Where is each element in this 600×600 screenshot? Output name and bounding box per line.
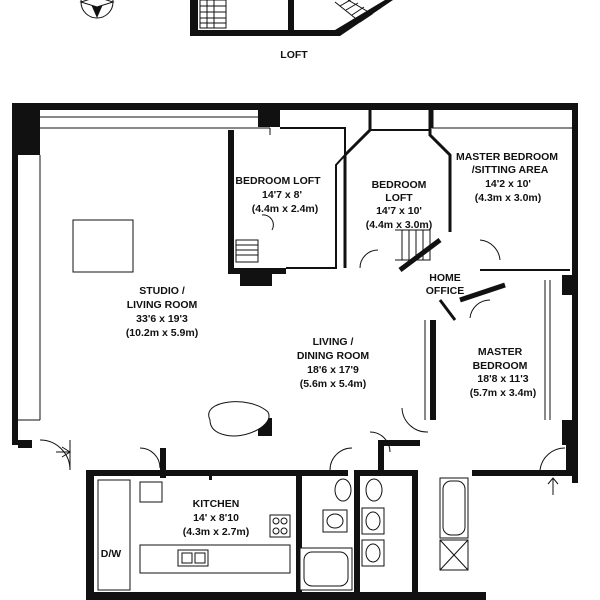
loft-section: LOFT xyxy=(79,0,393,61)
hob-icon xyxy=(269,514,291,538)
exterior-walls xyxy=(12,103,578,600)
room-master-bedroom: MASTER BEDROOM 18'8 x 11'3 (5.7m x 3.4m) xyxy=(470,346,537,399)
room-bedroom-loft-left: BEDROOM LOFT 14'7 x 8' (4.4m x 2.4m) xyxy=(235,175,321,215)
entrance-arrow-icon xyxy=(56,446,71,458)
stair-icon xyxy=(199,0,373,29)
room-living-dining: LIVING / DINING ROOM 18'6 x 17'9 (5.6m x… xyxy=(297,336,370,390)
room-dims-imperial: 14'7 x 10' xyxy=(376,205,422,217)
loft-label: LOFT xyxy=(280,49,308,61)
room-studio: STUDIO / LIVING ROOM 33'6 x 19'3 (10.2m … xyxy=(126,285,198,339)
room-name: KITCHEN xyxy=(193,498,240,510)
room-dims-imperial: 14' x 8'10 xyxy=(193,512,239,524)
stair-icon xyxy=(395,229,431,261)
room-dims-imperial: 18'8 x 11'3 xyxy=(477,373,528,385)
room-name-line2: LOFT xyxy=(385,192,413,204)
room-dims-metric: (5.6m x 5.4m) xyxy=(300,378,367,390)
room-dims-metric: (4.3m x 2.7m) xyxy=(183,526,250,538)
bathtub-icon xyxy=(439,477,469,539)
stair-icon xyxy=(208,401,270,437)
room-name-line1: BEDROOM xyxy=(372,179,427,191)
room-dims-imperial: 18'6 x 17'9 xyxy=(307,364,359,376)
room-dims-metric: (4.4m x 2.4m) xyxy=(252,203,319,215)
room-home-office: HOME OFFICE xyxy=(426,272,465,297)
compass-icon xyxy=(79,0,115,19)
room-name-line2: BEDROOM xyxy=(473,360,528,372)
skylight xyxy=(72,219,134,273)
toilet-icon xyxy=(334,478,383,502)
doors xyxy=(39,239,566,471)
sink-icon xyxy=(177,549,209,567)
room-dims-imperial: 33'6 x 19'3 xyxy=(136,313,188,325)
room-name-line2: LIVING ROOM xyxy=(127,299,198,311)
room-dims-metric: (10.2m x 5.9m) xyxy=(126,327,198,339)
entrance-arrow-icon xyxy=(547,477,559,495)
room-dims-metric: (5.7m x 3.4m) xyxy=(470,387,537,399)
room-name: BEDROOM LOFT xyxy=(235,175,321,187)
room-kitchen: KITCHEN 14' x 8'10 (4.3m x 2.7m) xyxy=(183,498,250,538)
room-bedroom-loft-middle: BEDROOM LOFT 14'7 x 10' (4.4m x 3.0m) xyxy=(366,179,433,231)
shower-icon xyxy=(439,539,469,571)
room-name-line1: MASTER xyxy=(478,346,523,358)
room-name-line2: DINING ROOM xyxy=(297,350,370,362)
dishwasher-label: D/W xyxy=(101,548,122,560)
stair-icon xyxy=(235,214,274,263)
room-dims-imperial: 14'7 x 8' xyxy=(262,189,302,201)
bathtub-icon xyxy=(299,547,353,591)
room-dims-metric: (4.4m x 3.0m) xyxy=(366,219,433,231)
room-name-line2: /SITTING AREA xyxy=(472,164,549,176)
room-dims-metric: (4.3m x 3.0m) xyxy=(475,192,542,204)
sink-icon xyxy=(322,507,385,567)
room-name-line1: MASTER BEDROOM xyxy=(456,151,558,163)
room-name-line2: OFFICE xyxy=(426,285,465,297)
room-dims-imperial: 14'2 x 10' xyxy=(485,178,531,190)
room-name-line1: HOME xyxy=(429,272,461,284)
room-master-sitting: MASTER BEDROOM /SITTING AREA 14'2 x 10' … xyxy=(456,151,558,204)
room-name-line1: STUDIO / xyxy=(139,285,185,297)
room-name-line1: LIVING / xyxy=(313,336,354,348)
kitchen-counter xyxy=(97,479,291,591)
